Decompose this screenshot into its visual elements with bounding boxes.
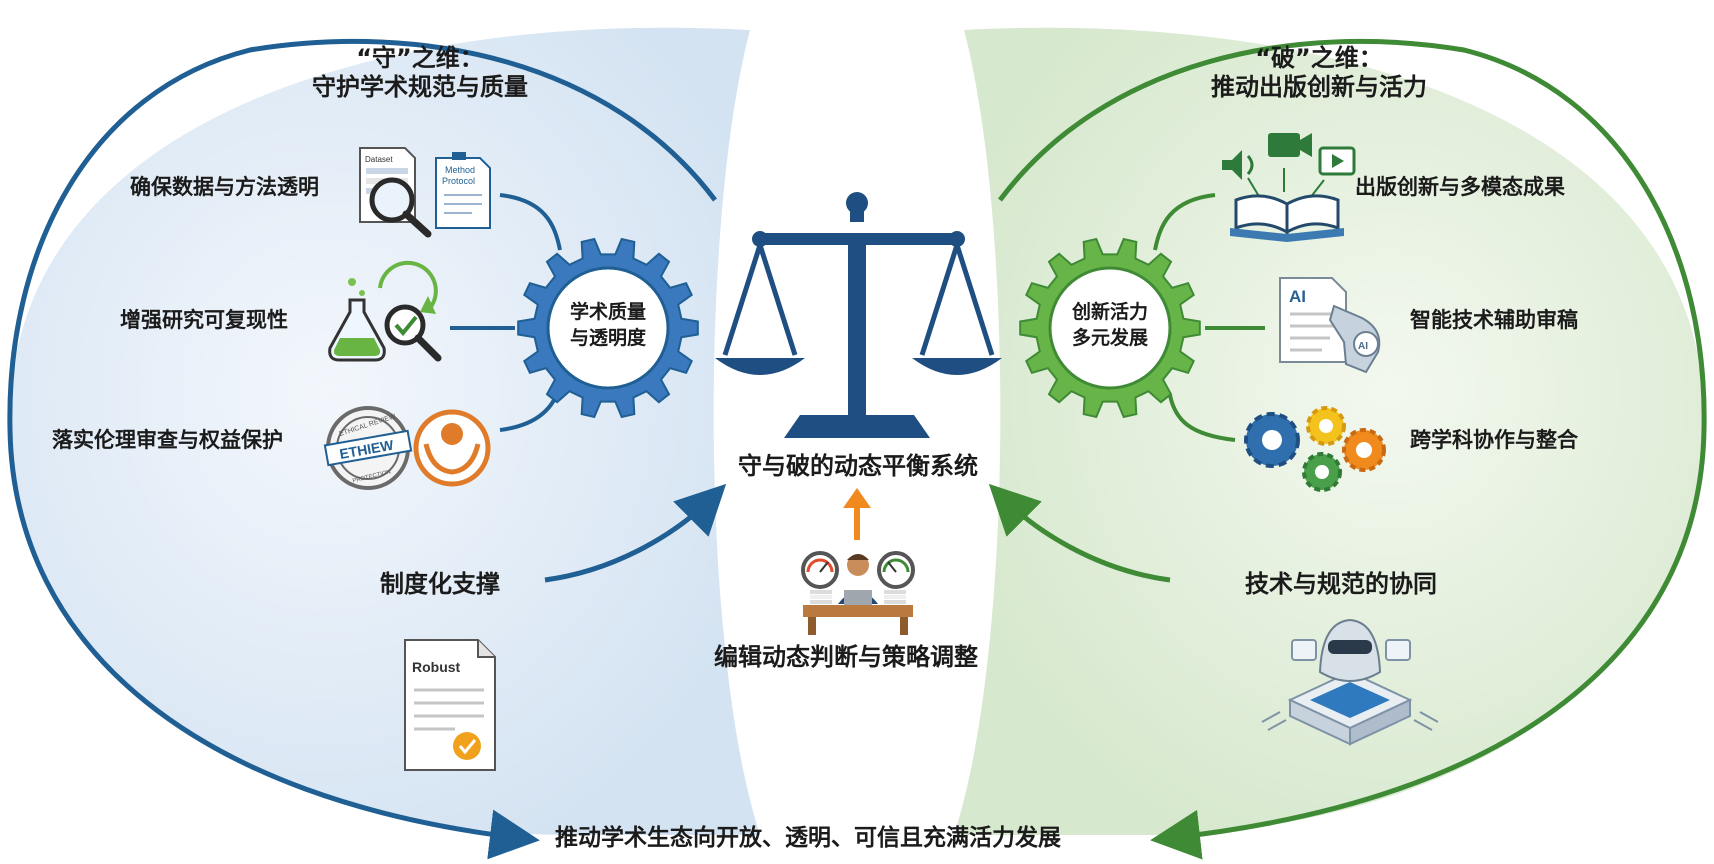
right-cycle-arc [998,38,1707,860]
left-gear-line1: 学术质量 [569,301,646,323]
ai-chip-robot-icon [1261,618,1439,746]
left-title-line1: “守”之维： [356,44,484,72]
svg-text:Protocol: Protocol [442,176,475,186]
left-item-ethics: 落实伦理审查与权益保护 [52,428,283,452]
svg-text:AI: AI [1358,341,1368,352]
magnifier-icon [369,177,432,238]
left-support-label: 制度化支撑 [380,570,500,598]
flask-icon [328,278,386,362]
editor-label: 编辑动态判断与策略调整 [714,643,978,671]
svg-text:AI: AI [1289,287,1306,306]
left-gear-label: 学术质量 与透明度 [543,300,673,351]
right-gear-line1: 创新活力 [1071,301,1148,323]
right-title-line1: “破”之维： [1255,44,1383,72]
right-item-interdisciplinary: 跨学科协作与整合 [1410,428,1578,452]
ethics-stamp-icon: ETHICAL REVIEW ETHIEW PROTECTION [323,406,413,490]
left-item-reproducibility: 增强研究可复现性 [120,308,288,332]
media-icons [1222,133,1356,199]
right-support-label: 技术与规范的协同 [1245,570,1437,598]
center-title: 守与破的动态平衡系统 [738,452,978,480]
collaboration-gears-icon [1244,406,1386,492]
verify-magnifier-icon [378,260,442,362]
right-item-multimodal: 出版创新与多模态成果 [1355,175,1565,199]
svg-text:Robust: Robust [412,659,461,675]
ai-document-icon: AI [1279,277,1347,363]
right-title: “破”之维： 推动出版创新与活力 [1139,44,1499,102]
rights-protection-icon [413,409,491,487]
right-item-ai-review: 智能技术辅助审稿 [1410,308,1578,332]
right-gear-label: 创新活力 多元发展 [1045,300,1175,351]
right-support-arrow [988,483,1171,583]
robot-hand-icon: AI [1328,304,1381,374]
left-gear-line2: 与透明度 [569,326,646,349]
left-support-arrow [544,483,727,583]
bottom-goal: 推动学术生态向开放、透明、可信且充满活力发展 [555,825,1061,851]
left-title: “守”之维： 守护学术规范与质量 [240,44,600,102]
right-gear-line2: 多元发展 [1071,326,1148,349]
right-title-line2: 推动出版创新与活力 [1211,72,1427,101]
svg-text:Dataset: Dataset [365,155,393,164]
left-title-line2: 守护学术规范与质量 [312,72,528,101]
left-cycle-arc [7,38,717,860]
left-item-transparency: 确保数据与方法透明 [130,175,319,199]
method-protocol-icon: Method Protocol [435,152,491,229]
robust-document-icon: Robust [404,639,496,771]
svg-text:Method: Method [445,165,475,175]
open-book-icon [1230,194,1344,242]
editor-desk-icon [801,551,915,635]
balance-scale-icon [715,192,1002,438]
